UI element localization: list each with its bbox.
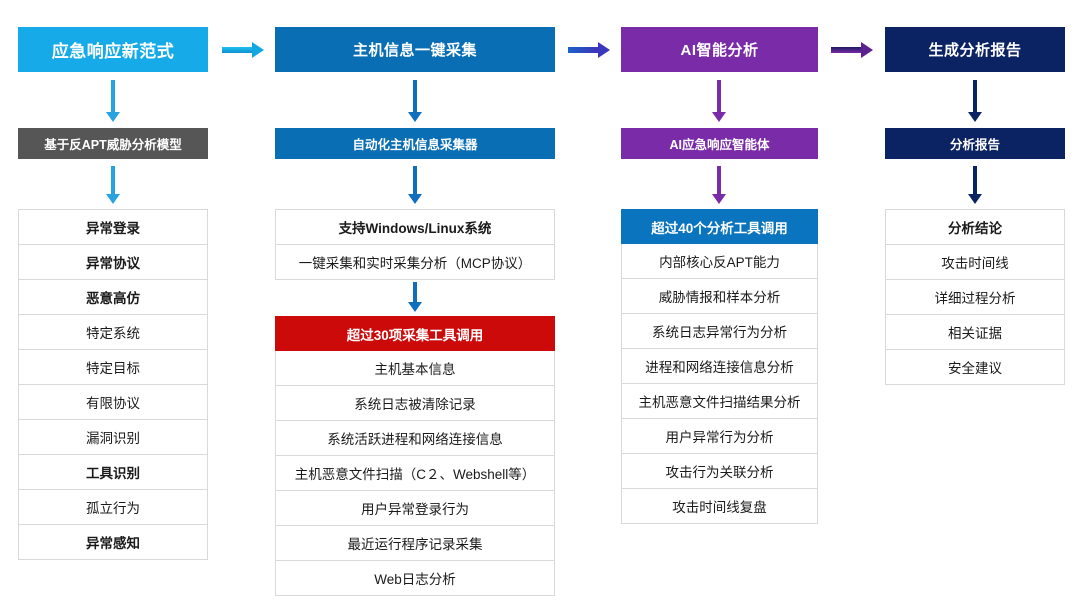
list-item-col4[interactable]: 安全建议	[886, 350, 1064, 385]
arrow-head-icon	[712, 112, 726, 122]
list-item-col3-tools[interactable]: 系统日志异常行为分析	[621, 314, 818, 349]
arrow-head-icon	[252, 42, 264, 58]
flow-arrow-down-c4-b	[968, 166, 982, 204]
flow-arrow-right-3	[831, 42, 873, 58]
arrow-head-icon	[408, 302, 422, 312]
arrow-head-icon	[106, 112, 120, 122]
list-item-col1[interactable]: 异常登录	[19, 210, 207, 245]
flow-arrow-down-c3-b	[712, 166, 726, 204]
list-item-col3-tools[interactable]: 威胁情报和样本分析	[621, 279, 818, 314]
list-item-col1[interactable]: 异常协议	[19, 245, 207, 280]
stage-sub-2[interactable]: 自动化主机信息采集器	[275, 128, 555, 159]
flow-arrow-down-c2-a	[408, 80, 422, 122]
group-title-col2[interactable]: 超过30项采集工具调用	[275, 316, 555, 351]
flow-arrow-down-c4-a	[968, 80, 982, 122]
arrow-head-icon	[712, 194, 726, 204]
group-title-col3[interactable]: 超过40个分析工具调用	[621, 209, 818, 244]
list-item-col3-tools[interactable]: 主机恶意文件扫描结果分析	[621, 384, 818, 419]
list-item-col1[interactable]: 工具识别	[19, 455, 207, 490]
list-item-col2-tools[interactable]: 系统活跃进程和网络连接信息	[275, 421, 555, 456]
arrow-head-icon	[968, 112, 982, 122]
arrow-shaft	[568, 47, 600, 53]
flow-arrow-down-c1-a	[106, 80, 120, 122]
list-item-col2-tools[interactable]: 最近运行程序记录采集	[275, 526, 555, 561]
list-col4: 分析结论攻击时间线详细过程分析相关证据安全建议	[885, 209, 1065, 385]
arrow-shaft	[717, 166, 721, 194]
flow-arrow-right-1	[222, 42, 264, 58]
list-item-col4[interactable]: 攻击时间线	[886, 245, 1064, 280]
arrow-head-icon	[968, 194, 982, 204]
list-item-col3-tools[interactable]: 攻击时间线复盘	[621, 489, 818, 524]
arrow-head-icon	[598, 42, 610, 58]
arrow-shaft	[973, 166, 977, 194]
list-item-col1[interactable]: 特定系统	[19, 315, 207, 350]
list-item-col4[interactable]: 详细过程分析	[886, 280, 1064, 315]
list-item-col1[interactable]: 特定目标	[19, 350, 207, 385]
list-item-col3-tools[interactable]: 攻击行为关联分析	[621, 454, 818, 489]
list-item-col1[interactable]: 异常感知	[19, 525, 207, 560]
arrow-head-icon	[408, 112, 422, 122]
stage-header-4[interactable]: 生成分析报告	[885, 27, 1065, 72]
arrow-shaft	[413, 80, 417, 112]
arrow-shaft	[831, 47, 863, 53]
list-item-col3-tools[interactable]: 内部核心反APT能力	[621, 244, 818, 279]
list-item-col2-tools[interactable]: 系统日志被清除记录	[275, 386, 555, 421]
list-item-col1[interactable]: 有限协议	[19, 385, 207, 420]
flow-arrow-down-c2-b	[408, 166, 422, 204]
list-item-col2-top[interactable]: 支持Windows/Linux系统	[276, 210, 554, 245]
stage-sub-1[interactable]: 基于反APT威胁分析模型	[18, 128, 208, 159]
list-item-col3-tools[interactable]: 用户异常行为分析	[621, 419, 818, 454]
list-item-col1[interactable]: 孤立行为	[19, 490, 207, 525]
stage-sub-3[interactable]: AI应急响应智能体	[621, 128, 818, 159]
flow-arrow-right-2	[568, 42, 610, 58]
stage-header-2[interactable]: 主机信息一键采集	[275, 27, 555, 72]
arrow-shaft	[111, 80, 115, 112]
list-col1: 异常登录异常协议恶意高仿特定系统特定目标有限协议漏洞识别工具识别孤立行为异常感知	[18, 209, 208, 560]
list-col3-tools: 超过40个分析工具调用内部核心反APT能力威胁情报和样本分析系统日志异常行为分析…	[621, 209, 818, 524]
arrow-shaft	[413, 282, 417, 302]
flow-arrow-down-c3-a	[712, 80, 726, 122]
list-col2-tools: 超过30项采集工具调用主机基本信息系统日志被清除记录系统活跃进程和网络连接信息主…	[275, 316, 555, 596]
arrow-shaft	[222, 47, 254, 53]
flow-arrow-down-c2-c	[408, 282, 422, 312]
list-item-col2-top[interactable]: 一键采集和实时采集分析（MCP协议）	[276, 245, 554, 280]
stage-sub-4[interactable]: 分析报告	[885, 128, 1065, 159]
list-item-col2-tools[interactable]: 主机基本信息	[275, 351, 555, 386]
list-item-col1[interactable]: 恶意高仿	[19, 280, 207, 315]
arrow-shaft	[111, 166, 115, 194]
stage-header-1[interactable]: 应急响应新范式	[18, 27, 208, 72]
arrow-shaft	[717, 80, 721, 112]
arrow-shaft	[973, 80, 977, 112]
list-item-col4[interactable]: 相关证据	[886, 315, 1064, 350]
list-item-col3-tools[interactable]: 进程和网络连接信息分析	[621, 349, 818, 384]
list-col2-top: 支持Windows/Linux系统一键采集和实时采集分析（MCP协议）	[275, 209, 555, 280]
stage-header-3[interactable]: AI智能分析	[621, 27, 818, 72]
list-item-col4[interactable]: 分析结论	[886, 210, 1064, 245]
arrow-head-icon	[106, 194, 120, 204]
list-item-col2-tools[interactable]: Web日志分析	[275, 561, 555, 596]
flow-arrow-down-c1-b	[106, 166, 120, 204]
list-item-col1[interactable]: 漏洞识别	[19, 420, 207, 455]
arrow-head-icon	[408, 194, 422, 204]
arrow-head-icon	[861, 42, 873, 58]
list-item-col2-tools[interactable]: 主机恶意文件扫描（C２、Webshell等）	[275, 456, 555, 491]
list-item-col2-tools[interactable]: 用户异常登录行为	[275, 491, 555, 526]
arrow-shaft	[413, 166, 417, 194]
